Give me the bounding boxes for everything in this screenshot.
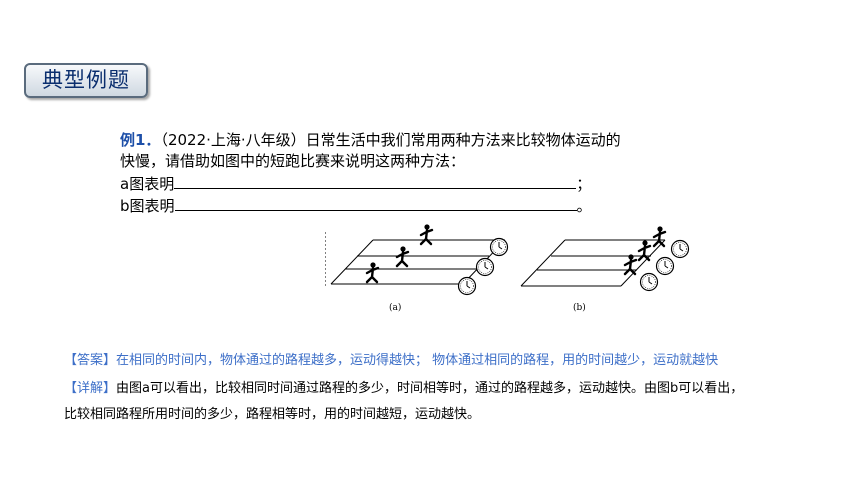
question-text-1: 日常生活中我们常用两种方法来比较物体运动的 [305, 131, 621, 149]
section-badge-label: 典型例题 [42, 68, 130, 92]
question-blank-b: b图表明 。 [120, 195, 592, 216]
runner-icon [419, 224, 434, 246]
blank-a-suffix: ； [576, 175, 592, 193]
clock-icon [457, 276, 477, 296]
caption-b: (b) [573, 302, 586, 313]
track-b [520, 239, 666, 287]
blank-b-suffix: 。 [576, 197, 592, 215]
clock-icon [475, 257, 495, 277]
sprint-race-figure: (a) (b) [325, 224, 690, 313]
question-blank-a: a图表明 ； [120, 173, 591, 194]
question-text-2: 快慢，请借助如图中的短跑比赛来说明这两种方法： [120, 152, 466, 170]
question-source: （2022·上海·八年级） [160, 131, 306, 149]
answer-text: 在相同的时间内，物体通过的路程越多，运动得越快； 物体通过相同的路程，用的时间越… [116, 353, 719, 368]
blank-b-prefix: b图表明 [120, 197, 175, 215]
clock-icon [639, 272, 659, 292]
track-a [325, 232, 506, 286]
question-line-2: 快慢，请借助如图中的短跑比赛来说明这两种方法： [120, 151, 465, 171]
answer-line: 【答案】在相同的时间内，物体通过的路程越多，运动得越快； 物体通过相同的路程，用… [64, 352, 718, 370]
clock-icon [655, 256, 675, 276]
runner-icon [365, 261, 380, 284]
clock-icon [489, 237, 509, 257]
answer-tag: 【答案】 [64, 353, 117, 368]
answer-blank-a[interactable] [174, 173, 577, 189]
section-badge: 典型例题 [24, 63, 148, 98]
detail-text-1: 由图a可以看出，比较相同时间通过路程的多少，时间相等时，通过的路程越多，运动越快… [116, 381, 744, 396]
detail-line-1: 【详解】由图a可以看出，比较相同时间通过路程的多少，时间相等时，通过的路程越多，… [64, 380, 743, 398]
runner-icon [623, 253, 638, 276]
detail-tag: 【详解】 [64, 381, 117, 396]
detail-line-2: 比较相同路程所用时间的多少，路程相等时，用的时间越短，运动越快。 [64, 406, 480, 424]
answer-blank-b[interactable] [174, 195, 577, 211]
blank-a-prefix: a图表明 [120, 175, 175, 193]
question-number: 例1． [120, 131, 161, 149]
caption-a: (a) [389, 302, 401, 313]
clock-icon [670, 239, 690, 259]
runner-icon [652, 225, 667, 248]
question-line-1: 例1．（2022·上海·八年级）日常生活中我们常用两种方法来比较物体运动的 [120, 130, 621, 150]
detail-text-2: 比较相同路程所用时间的多少，路程相等时，用的时间越短，运动越快。 [64, 407, 481, 422]
